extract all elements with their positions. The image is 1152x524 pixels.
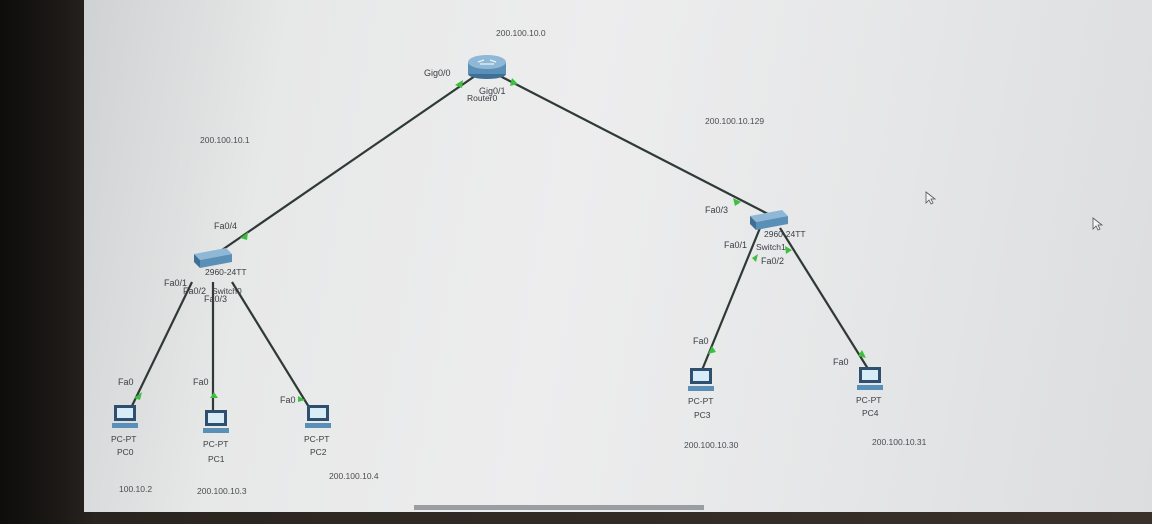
switch0-port-fa0-1: Fa0/1 <box>164 278 187 288</box>
switch1-port-fa0-2: Fa0/2 <box>761 256 784 266</box>
packet-tracer-workspace[interactable] <box>84 0 1152 512</box>
link-switch0-pc0[interactable] <box>129 281 193 411</box>
pc1-ip-label: 200.100.10.3 <box>197 486 247 496</box>
port-light <box>134 392 142 400</box>
router-name-label: Router0 <box>467 93 498 103</box>
link-router-switch0[interactable] <box>221 75 476 251</box>
port-light <box>858 350 866 358</box>
pc0-type-label: PC-PT <box>111 434 137 444</box>
pc3-ip-label: 200.100.10.30 <box>684 440 739 450</box>
switch1-model-label: 2960-24TT <box>764 229 806 239</box>
link-switch0-pc2[interactable] <box>231 281 313 413</box>
port-light <box>708 346 716 354</box>
pc-icon[interactable] <box>203 410 229 433</box>
cursor-icon <box>1092 217 1104 231</box>
pc2-type-label: PC-PT <box>304 434 330 444</box>
pc1-port-label: Fa0 <box>193 377 209 387</box>
pc-icon[interactable] <box>857 367 883 390</box>
switch-icon[interactable] <box>750 210 788 230</box>
router-port-gig0-0: Gig0/0 <box>424 68 451 78</box>
switch0-model-label: 2960-24TT <box>205 267 247 277</box>
router-port-gig0-1: Gig0/1 <box>479 86 506 96</box>
pc-icon[interactable] <box>688 368 714 391</box>
switch0-ip-label: 200.100.10.1 <box>200 135 250 145</box>
switch0-port-fa0-3: Fa0/3 <box>204 294 227 304</box>
port-light <box>752 254 758 262</box>
switch-icon[interactable] <box>194 248 232 268</box>
link-router-switch1[interactable] <box>499 75 771 216</box>
port-light <box>733 198 741 206</box>
pc0-name-label: PC0 <box>117 447 134 457</box>
router-ip-label: 200.100.10.0 <box>496 28 546 38</box>
pc-icon[interactable] <box>112 405 138 428</box>
pc2-name-label: PC2 <box>310 447 327 457</box>
port-light <box>455 80 463 88</box>
pc1-name-label: PC1 <box>208 454 225 464</box>
pc0-ip-label: 100.10.2 <box>119 484 152 494</box>
pc-icon[interactable] <box>305 405 331 428</box>
pc4-type-label: PC-PT <box>856 395 882 405</box>
pc3-port-label: Fa0 <box>693 336 709 346</box>
pc0-port-label: Fa0 <box>118 377 134 387</box>
pc1-type-label: PC-PT <box>203 439 229 449</box>
pc4-ip-label: 200.100.10.31 <box>872 437 927 447</box>
port-light <box>785 246 792 254</box>
pc3-type-label: PC-PT <box>688 396 714 406</box>
pc4-name-label: PC4 <box>862 408 879 418</box>
port-light <box>510 78 518 86</box>
switch1-port-fa0-1: Fa0/1 <box>724 240 747 250</box>
switch0-name-label: Switch0 <box>212 286 242 296</box>
switch1-name-label: Switch1 <box>756 242 786 252</box>
port-light <box>240 232 248 240</box>
pc2-port-label: Fa0 <box>280 395 296 405</box>
port-light <box>298 396 305 402</box>
pc4-port-label: Fa0 <box>833 357 849 367</box>
switch0-port-fa0-2: Fa0/2 <box>183 286 206 296</box>
switch0-uplink-port: Fa0/4 <box>214 221 237 231</box>
horizontal-scrollbar[interactable] <box>414 505 704 510</box>
port-light <box>210 392 218 398</box>
switch1-uplink-port: Fa0/3 <box>705 205 728 215</box>
switch1-ip-label: 200.100.10.129 <box>705 116 764 126</box>
pc2-ip-label: 200.100.10.4 <box>329 471 379 481</box>
router-icon[interactable] <box>468 55 506 79</box>
link-switch1-pc4[interactable] <box>779 227 871 373</box>
pc3-name-label: PC3 <box>694 410 711 420</box>
cursor-icon <box>925 191 937 205</box>
